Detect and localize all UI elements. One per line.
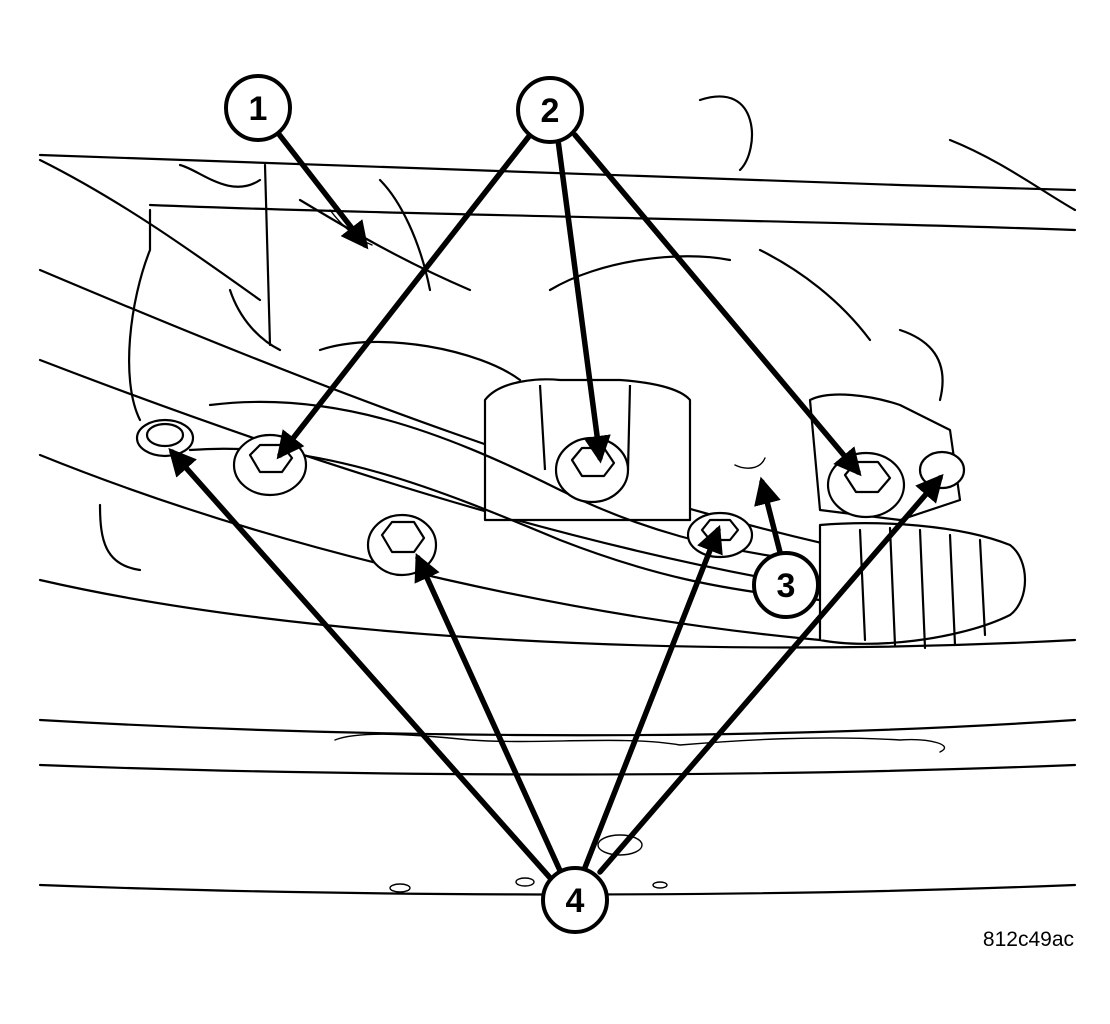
bolt-left-mount: [232, 433, 308, 497]
bolt-far-right: [918, 450, 966, 490]
leader-4c: [581, 524, 723, 873]
callout-2-label: 2: [541, 92, 560, 130]
hose-coupler: [818, 522, 1027, 650]
fluid-marks: [334, 733, 946, 893]
callout-3-label: 3: [777, 567, 796, 605]
bolt-right-mount: [826, 451, 906, 519]
callout-1: 1: [224, 74, 292, 142]
bolt-center-mount: [554, 436, 630, 504]
callout-4: 4: [541, 866, 609, 934]
bolt-right-lower: [686, 511, 754, 559]
leader-2a: [276, 132, 533, 460]
bolts: [135, 418, 966, 577]
leader-1: [275, 130, 369, 250]
leader-2c: [572, 132, 862, 477]
leader-4a: [168, 447, 555, 883]
callout-1-label: 1: [249, 90, 268, 128]
callout-2: 2: [516, 76, 584, 144]
callout-3: 3: [752, 551, 820, 619]
callout-4-label: 4: [566, 882, 585, 920]
bolt-left-outer: [135, 418, 195, 458]
leader-2b: [555, 137, 611, 464]
figure-id: 812c49ac: [982, 928, 1074, 951]
leader-4d: [597, 473, 944, 875]
bolt-center-lower: [366, 513, 438, 577]
leader-arrows: [168, 130, 944, 883]
leader-4b: [414, 552, 565, 878]
transmission-housing: [98, 163, 944, 572]
leader-3: [754, 476, 785, 563]
